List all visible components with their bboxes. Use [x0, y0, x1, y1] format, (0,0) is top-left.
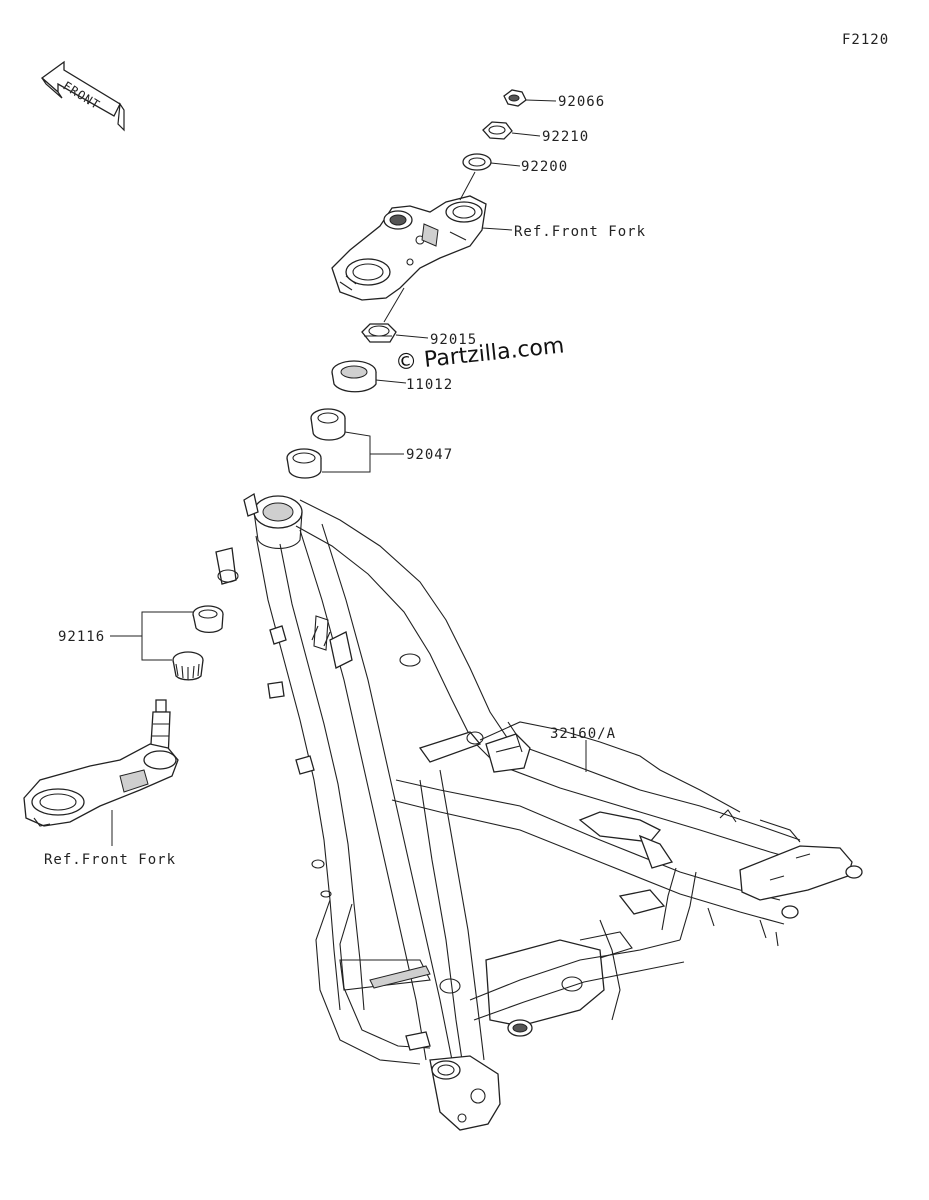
part-92015-nut[interactable]: [361, 323, 397, 343]
upper-triple-clamp[interactable]: [331, 195, 487, 301]
label-92200: 92200: [521, 159, 568, 175]
label-92066: 92066: [558, 94, 605, 110]
part-92066-nut[interactable]: [503, 89, 527, 107]
part-92200-washer[interactable]: [462, 153, 492, 171]
label-92210: 92210: [542, 129, 589, 145]
label-ref-front-fork-bottom: Ref.Front Fork: [44, 852, 176, 868]
part-92116-bearing[interactable]: [172, 651, 204, 681]
lower-triple-clamp-stem[interactable]: [23, 699, 179, 827]
label-92116: 92116: [58, 629, 105, 645]
front-arrow-icon: FRONT: [40, 60, 125, 132]
part-92210-nut[interactable]: [482, 121, 513, 140]
label-92047: 92047: [406, 447, 453, 463]
part-92047-bearing-lower[interactable]: [286, 448, 322, 479]
part-92116-race[interactable]: [192, 605, 224, 634]
watermark: © Partzilla.com: [394, 333, 565, 376]
diagram-id: F2120: [842, 32, 889, 48]
label-32160: 32160/A: [550, 726, 616, 742]
frame-32160[interactable]: [215, 492, 863, 1131]
label-92015: 92015: [430, 332, 477, 348]
part-92047-bearing-upper[interactable]: [310, 408, 346, 441]
part-11012-seal[interactable]: [331, 360, 377, 393]
label-11012: 11012: [406, 377, 453, 393]
label-ref-front-fork-top: Ref.Front Fork: [514, 224, 646, 240]
